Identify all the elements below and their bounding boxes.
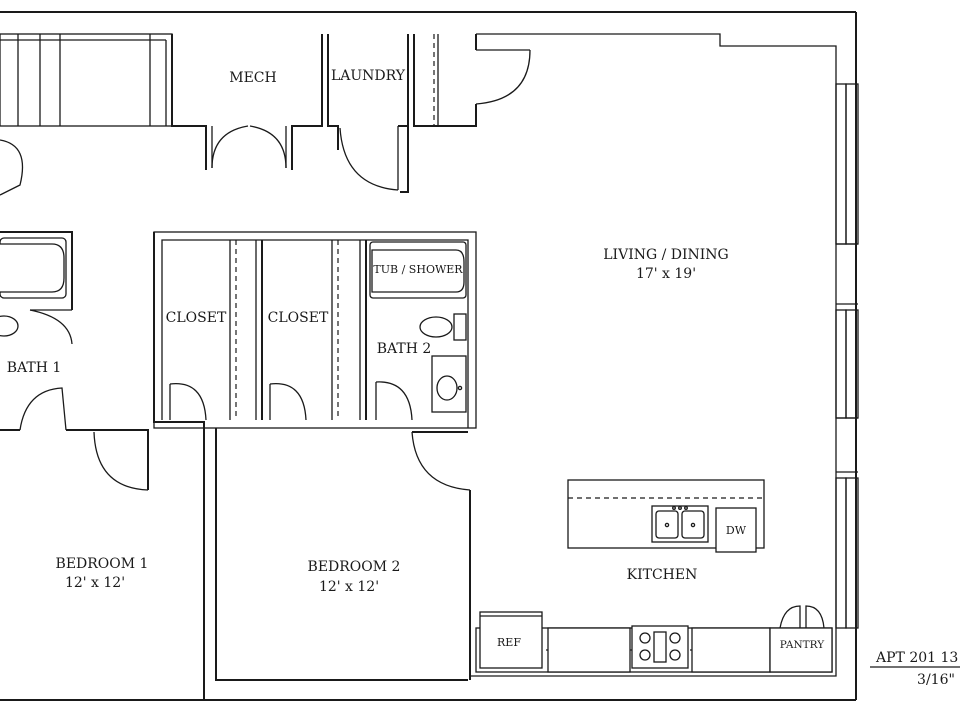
- bedroom-1: BEDROOM 1 12' x 12': [56, 232, 205, 700]
- bedroom-1-label: BEDROOM 1: [56, 556, 149, 572]
- closets: CLOSET CLOSET: [153, 231, 477, 429]
- bath-1: BATH 1: [0, 231, 94, 431]
- bath-2-label: BATH 2: [377, 341, 432, 357]
- bath-1-label: BATH 1: [7, 360, 62, 376]
- stair-storage: [0, 33, 173, 196]
- bedroom-2-size: 12' x 12': [319, 579, 379, 595]
- unit-label: APT 201 13: [875, 650, 958, 666]
- bath-2: TUB / SHOWER BATH 2: [369, 241, 467, 421]
- bedroom-2: BEDROOM 2 12' x 12': [215, 428, 471, 681]
- refrigerator-label: REF: [497, 636, 521, 649]
- mech-room: MECH: [171, 34, 323, 170]
- laundry-room: LAUNDRY: [327, 34, 409, 193]
- entry-closet: [413, 34, 531, 127]
- laundry-label: LAUNDRY: [331, 68, 406, 84]
- closet-2-label: CLOSET: [268, 310, 329, 326]
- living-dining-label: LIVING / DINING: [603, 247, 729, 263]
- tub-shower-label: TUB / SHOWER: [373, 263, 463, 276]
- pantry-label: PANTRY: [780, 639, 825, 651]
- closet-1-label: CLOSET: [166, 310, 227, 326]
- exterior-walls: [0, 11, 857, 701]
- scale-label: 3/16": [917, 672, 955, 688]
- bedroom-2-label: BEDROOM 2: [308, 559, 401, 575]
- living-dining: LIVING / DINING 17' x 19': [603, 247, 729, 282]
- mech-label: MECH: [229, 70, 276, 86]
- kitchen-counter: REF PANTRY: [475, 605, 833, 673]
- kitchen-island: DW: [567, 479, 765, 553]
- living-dining-size: 17' x 19': [636, 266, 696, 282]
- bedroom-1-size: 12' x 12': [65, 575, 125, 591]
- unit-info: APT 201 13 3/16": [870, 650, 960, 688]
- dishwasher-label: DW: [726, 524, 747, 537]
- kitchen-label: KITCHEN: [627, 567, 698, 583]
- windows: [835, 83, 859, 629]
